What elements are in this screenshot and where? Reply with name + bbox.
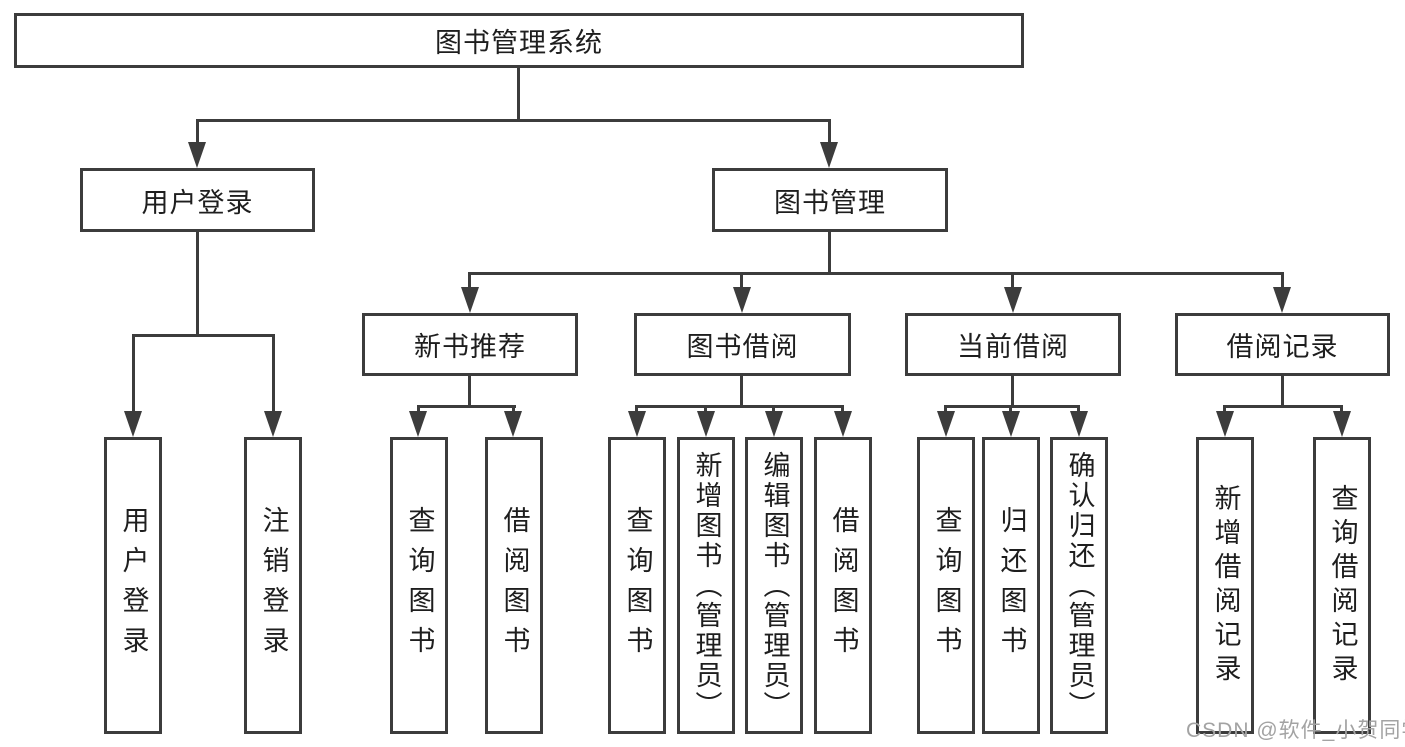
- leaf-bb-query-label: 查询图书: [622, 505, 653, 666]
- connector-user-login-stem: [196, 232, 199, 335]
- arrowhead-leaf-login: [124, 411, 142, 437]
- connector-root-stem: [517, 68, 520, 120]
- arrowhead-bb-edit: [765, 411, 783, 437]
- connector-drop-cb-confirm: [1077, 405, 1080, 415]
- arrowhead-nb-query: [409, 411, 427, 437]
- leaf-logout-label: 注销登录: [258, 505, 289, 666]
- branch-node-user-login: 用户登录: [80, 168, 315, 232]
- arrowhead-bb-query: [628, 411, 646, 437]
- arrowhead-bb-borrow: [834, 411, 852, 437]
- connector-drop-user-login: [196, 119, 199, 146]
- connector-drop-cb-return: [1009, 405, 1012, 415]
- leaf-node-cb-return-books: 归还图书: [982, 437, 1040, 734]
- connector-drop-br-query: [1340, 405, 1343, 415]
- connector-new-books-rail: [417, 405, 516, 408]
- leaf-node-bb-add-books-admin: 新增图书（管理员）: [677, 437, 735, 734]
- connector-drop-bb-edit: [772, 405, 775, 415]
- arrowhead-borrow-records: [1273, 287, 1291, 313]
- connector-current-borrow-rail: [944, 405, 1080, 408]
- arrowhead-nb-borrow: [504, 411, 522, 437]
- connector-drop-bb-borrow: [841, 405, 844, 415]
- leaf-cb-confirm-label: 确认归还（管理员）: [1064, 450, 1095, 721]
- leaf-bb-edit-label: 编辑图书（管理员）: [759, 450, 790, 721]
- section-borrow-records-label: 借阅记录: [1226, 332, 1339, 362]
- root-node-library-management-system: 图书管理系统: [14, 13, 1024, 68]
- connector-drop-bb-query: [635, 405, 638, 415]
- leaf-node-cb-confirm-return-admin: 确认归还（管理员）: [1050, 437, 1108, 734]
- connector-current-borrow-stem: [1011, 376, 1014, 406]
- leaf-node-bb-edit-books-admin: 编辑图书（管理员）: [745, 437, 803, 734]
- leaf-bb-add-label: 新增图书（管理员）: [691, 450, 722, 721]
- branch-book-mgmt-label: 图书管理: [774, 187, 886, 218]
- leaf-br-add-label: 新增借阅记录: [1210, 483, 1241, 688]
- connector-book-mgmt-stem: [828, 232, 831, 273]
- connector-drop-nb-query: [417, 405, 420, 415]
- leaf-nb-borrow-label: 借阅图书: [499, 505, 530, 666]
- leaf-node-nb-borrow-books: 借阅图书: [485, 437, 543, 734]
- connector-drop-bb-add: [704, 405, 707, 415]
- leaf-node-nb-query-books: 查询图书: [390, 437, 448, 734]
- connector-level2-rail: [196, 119, 831, 122]
- csdn-watermark: CSDN @软件_小贺同学: [1186, 719, 1405, 742]
- connector-drop-book-borrow: [740, 272, 743, 291]
- section-new-books-label: 新书推荐: [414, 332, 526, 362]
- root-node-label: 图书管理系统: [435, 28, 603, 58]
- arrowhead-book-borrow: [733, 287, 751, 313]
- section-node-book-borrow: 图书借阅: [634, 313, 851, 376]
- leaf-br-query-label: 查询借阅记录: [1327, 483, 1358, 688]
- arrowhead-cb-query: [937, 411, 955, 437]
- arrowhead-current-borrow: [1004, 287, 1022, 313]
- connector-book-borrow-rail: [635, 405, 844, 408]
- connector-new-books-stem: [468, 376, 471, 406]
- leaf-user-login-label: 用户登录: [118, 505, 149, 666]
- connector-drop-leaf-logout: [272, 334, 275, 415]
- connector-user-login-rail: [132, 334, 275, 337]
- section-node-new-books: 新书推荐: [362, 313, 578, 376]
- arrowhead-bb-add: [697, 411, 715, 437]
- section-node-current-borrow: 当前借阅: [905, 313, 1121, 376]
- connector-drop-new-books: [468, 272, 471, 291]
- branch-node-book-mgmt: 图书管理: [712, 168, 948, 232]
- connector-drop-current-borrow: [1011, 272, 1014, 291]
- leaf-node-bb-borrow-books: 借阅图书: [814, 437, 872, 734]
- arrowhead-br-query: [1333, 411, 1351, 437]
- leaf-node-user-login: 用户登录: [104, 437, 162, 734]
- branch-user-login-label: 用户登录: [141, 187, 254, 218]
- arrowhead-br-add: [1216, 411, 1234, 437]
- leaf-cb-return-label: 归还图书: [996, 505, 1027, 666]
- section-book-borrow-label: 图书借阅: [686, 332, 799, 362]
- connector-level3-rail: [468, 272, 1284, 275]
- connector-borrow-records-stem: [1281, 376, 1284, 406]
- connector-borrow-records-rail: [1223, 405, 1343, 408]
- arrowhead-leaf-logout: [264, 411, 282, 437]
- arrowhead-book-mgmt: [820, 142, 838, 168]
- connector-drop-borrow-records: [1281, 272, 1284, 291]
- arrowhead-cb-confirm: [1070, 411, 1088, 437]
- connector-book-borrow-stem: [740, 376, 743, 406]
- connector-drop-leaf-login: [132, 334, 135, 415]
- leaf-node-cb-query-books: 查询图书: [917, 437, 975, 734]
- leaf-cb-query-label: 查询图书: [931, 505, 962, 666]
- arrowhead-user-login: [188, 142, 206, 168]
- section-current-borrow-label: 当前借阅: [957, 332, 1069, 362]
- leaf-node-logout: 注销登录: [244, 437, 302, 734]
- arrowhead-new-books: [461, 287, 479, 313]
- connector-drop-nb-borrow: [512, 405, 515, 415]
- leaf-nb-query-label: 查询图书: [404, 505, 435, 666]
- leaf-node-br-query-record: 查询借阅记录: [1313, 437, 1371, 734]
- leaf-node-br-add-record: 新增借阅记录: [1196, 437, 1254, 734]
- connector-drop-br-add: [1223, 405, 1226, 415]
- arrowhead-cb-return: [1002, 411, 1020, 437]
- leaf-node-bb-query-books: 查询图书: [608, 437, 666, 734]
- section-node-borrow-records: 借阅记录: [1175, 313, 1390, 376]
- connector-drop-cb-query: [944, 405, 947, 415]
- connector-drop-book-mgmt: [828, 119, 831, 146]
- leaf-bb-borrow-label: 借阅图书: [828, 505, 859, 666]
